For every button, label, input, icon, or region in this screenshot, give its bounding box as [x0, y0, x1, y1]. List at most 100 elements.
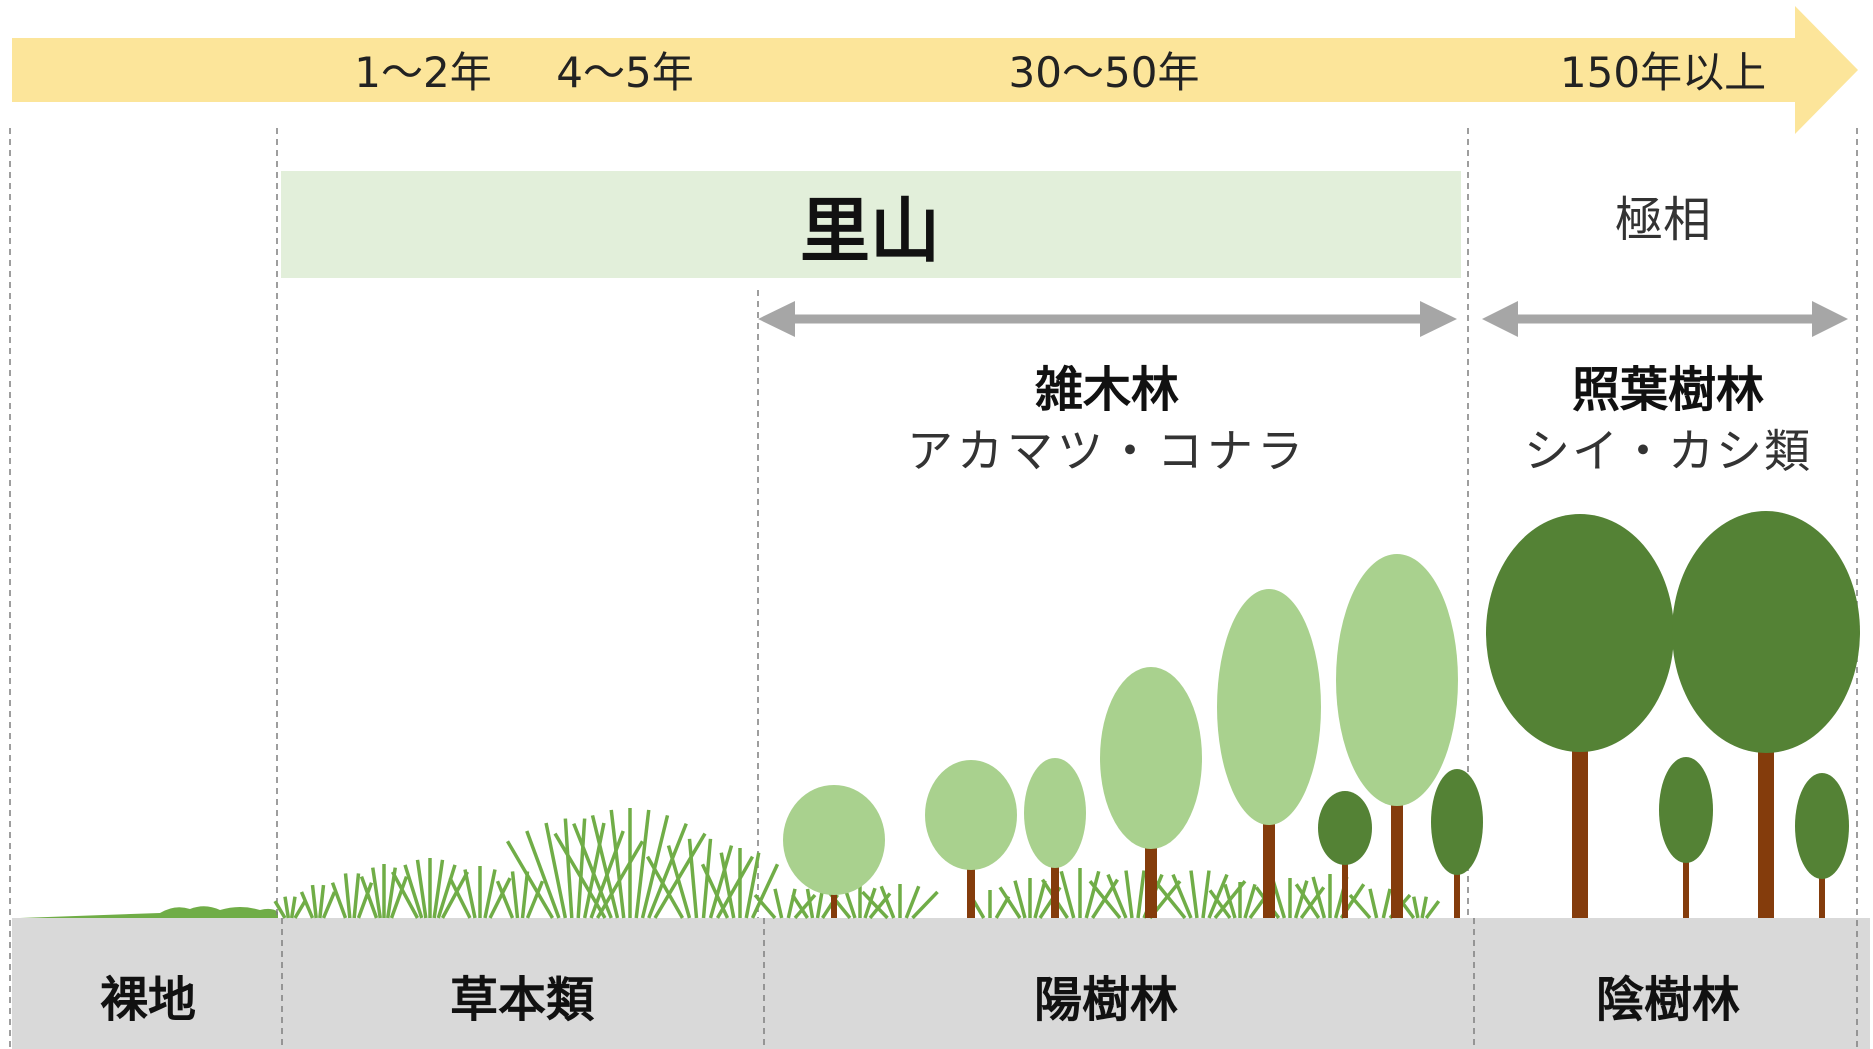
tree-trunk	[1342, 860, 1348, 918]
shoyoju-species: シイ・カシ類	[1524, 424, 1812, 478]
grass-blade	[389, 875, 409, 919]
satoyama-band	[281, 171, 1461, 278]
grass-blade	[1348, 893, 1372, 920]
grass-blade	[708, 845, 734, 919]
grass-blade	[436, 864, 457, 919]
grass-blade	[1208, 889, 1232, 920]
tree-trunk	[1145, 840, 1157, 918]
grass-blade	[1412, 896, 1420, 919]
tree-crown	[1431, 769, 1483, 875]
grass-blade	[525, 830, 561, 919]
zatsuboku-title: 雑木林	[1034, 362, 1180, 418]
grass-blade	[666, 845, 692, 919]
year-label-4-5: 4〜5年	[556, 48, 694, 97]
grass-blade	[719, 852, 736, 919]
grass-blade	[1243, 883, 1257, 919]
tree-trunk	[831, 880, 837, 918]
year-label-30-50: 30〜50年	[1008, 48, 1200, 97]
tree-crown	[1336, 554, 1458, 806]
grass-blade	[1106, 873, 1128, 919]
tree-trunk	[1263, 820, 1275, 918]
tree-crown	[1659, 757, 1713, 863]
zatsuboku-species: アカマツ・コナラ	[907, 424, 1307, 478]
grass-blade	[356, 882, 374, 919]
grass-blade	[289, 896, 297, 919]
grass-blade	[432, 859, 445, 919]
grass-blade	[283, 896, 291, 919]
tree-crown	[1100, 667, 1202, 849]
grass-blade	[590, 814, 620, 919]
grass-blade	[750, 863, 780, 919]
tree-crown	[783, 785, 885, 895]
grass-blade	[1294, 883, 1321, 919]
tree-trunk	[1454, 870, 1460, 918]
grass-blade	[299, 891, 315, 919]
tree-trunk	[967, 860, 975, 918]
grass-blade	[1299, 886, 1326, 920]
grass-blade	[793, 893, 817, 920]
tree-crown	[1795, 773, 1849, 879]
zatsuboku-range-arrow	[758, 301, 1457, 337]
stage-label-herb: 草本類	[449, 972, 595, 1028]
tree-trunk	[1051, 860, 1059, 918]
grass-blade	[998, 886, 1022, 919]
grass-blade	[609, 809, 626, 919]
grass-blade	[390, 871, 420, 919]
grass-blade	[553, 832, 607, 919]
year-label-1-2: 1〜2年	[354, 48, 492, 97]
grass-blade	[879, 885, 896, 919]
grass-blade	[330, 882, 348, 919]
grass-blade	[1013, 880, 1027, 919]
grass-blade	[773, 888, 784, 919]
satoyama-label: 里山	[800, 190, 940, 272]
grass-blade	[791, 894, 809, 919]
grass-blade	[647, 822, 688, 919]
grass-blade	[653, 832, 707, 919]
grass-blade	[863, 887, 877, 919]
grass-blade	[321, 891, 337, 919]
grass-blade	[1201, 870, 1211, 919]
grass-blade	[805, 888, 815, 919]
tree-trunk	[1572, 740, 1588, 918]
grass-blade	[1399, 900, 1416, 920]
grass-blade	[505, 840, 555, 919]
grass-blade	[1171, 873, 1193, 919]
grass-blade	[1420, 896, 1428, 919]
grass-blade	[318, 884, 326, 919]
grass-blade	[488, 877, 512, 919]
tree-crown	[1672, 511, 1860, 753]
shoyoju-range-arrow	[1482, 301, 1848, 337]
grass-blade	[582, 822, 606, 919]
tree-trunk	[1819, 870, 1825, 918]
grass-blade	[1424, 900, 1441, 920]
stage-label-sun-forest: 陽樹林	[1033, 972, 1179, 1028]
tree-trunk	[1683, 860, 1689, 918]
grass-blade	[786, 888, 797, 919]
grass-blade	[415, 859, 428, 919]
grass-blade	[293, 900, 307, 919]
tree-crown	[1024, 758, 1086, 868]
grass-blade	[1293, 880, 1309, 919]
grass-blade	[1124, 870, 1134, 919]
grass-blade	[510, 871, 520, 919]
grass-blade	[520, 871, 530, 919]
grass-blade	[576, 818, 587, 919]
tree-trunk	[1391, 800, 1403, 918]
grass-blade	[525, 880, 545, 919]
timeline-arrow	[12, 6, 1858, 134]
grass-blade	[1189, 870, 1199, 919]
grass-blade	[1311, 876, 1327, 919]
grass-blade	[1223, 883, 1237, 919]
grass-blade	[1368, 888, 1379, 919]
grass-blade	[687, 838, 699, 919]
grass-blade	[700, 863, 730, 919]
grass-blade	[904, 885, 921, 919]
stage-label-bare: 裸地	[99, 972, 197, 1028]
grass-blade	[463, 869, 477, 919]
grass-layer	[273, 808, 1441, 920]
grass-blade	[352, 873, 361, 919]
grass-blade	[495, 880, 515, 919]
tree-layer	[783, 511, 1860, 918]
bare-ground-moss	[20, 906, 278, 918]
grass-blade	[273, 900, 287, 919]
